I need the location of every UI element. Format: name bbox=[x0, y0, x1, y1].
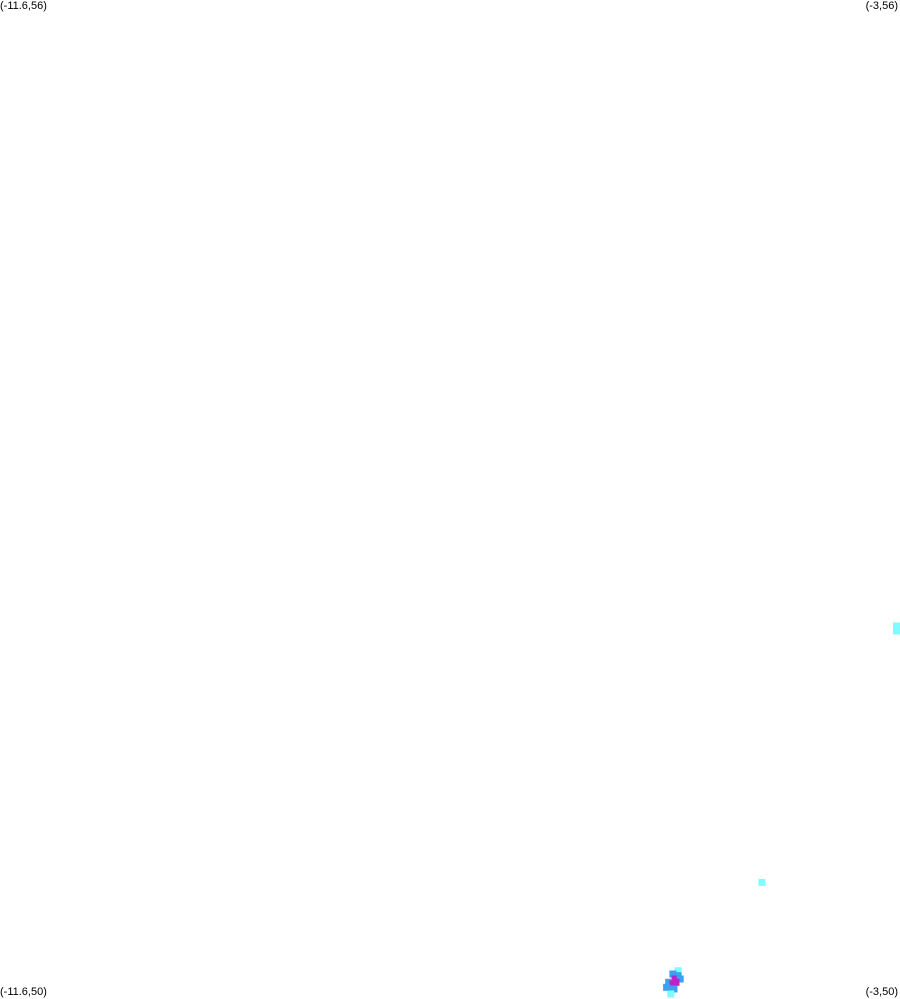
corner-label-top-right: (-3,56) bbox=[865, 0, 898, 12]
raster-cell-mid bbox=[663, 983, 671, 991]
corner-label-bottom-left: (-11.6,50) bbox=[0, 986, 47, 998]
raster-cell-low bbox=[667, 990, 675, 998]
corner-label-top-left: (-11.6,56) bbox=[0, 0, 47, 12]
raster-cell-mid bbox=[665, 978, 673, 986]
raster-cell-low bbox=[674, 967, 682, 975]
raster-cell-low bbox=[893, 622, 900, 630]
raster-cell-mid bbox=[670, 985, 678, 993]
raster-cell-mid bbox=[669, 970, 677, 978]
corner-label-bottom-right: (-3,50) bbox=[865, 986, 898, 998]
raster-cell-low bbox=[893, 627, 900, 635]
raster-cell-high bbox=[672, 978, 680, 986]
raster-cell-mid bbox=[676, 975, 684, 983]
raster-cell-low bbox=[758, 878, 766, 886]
